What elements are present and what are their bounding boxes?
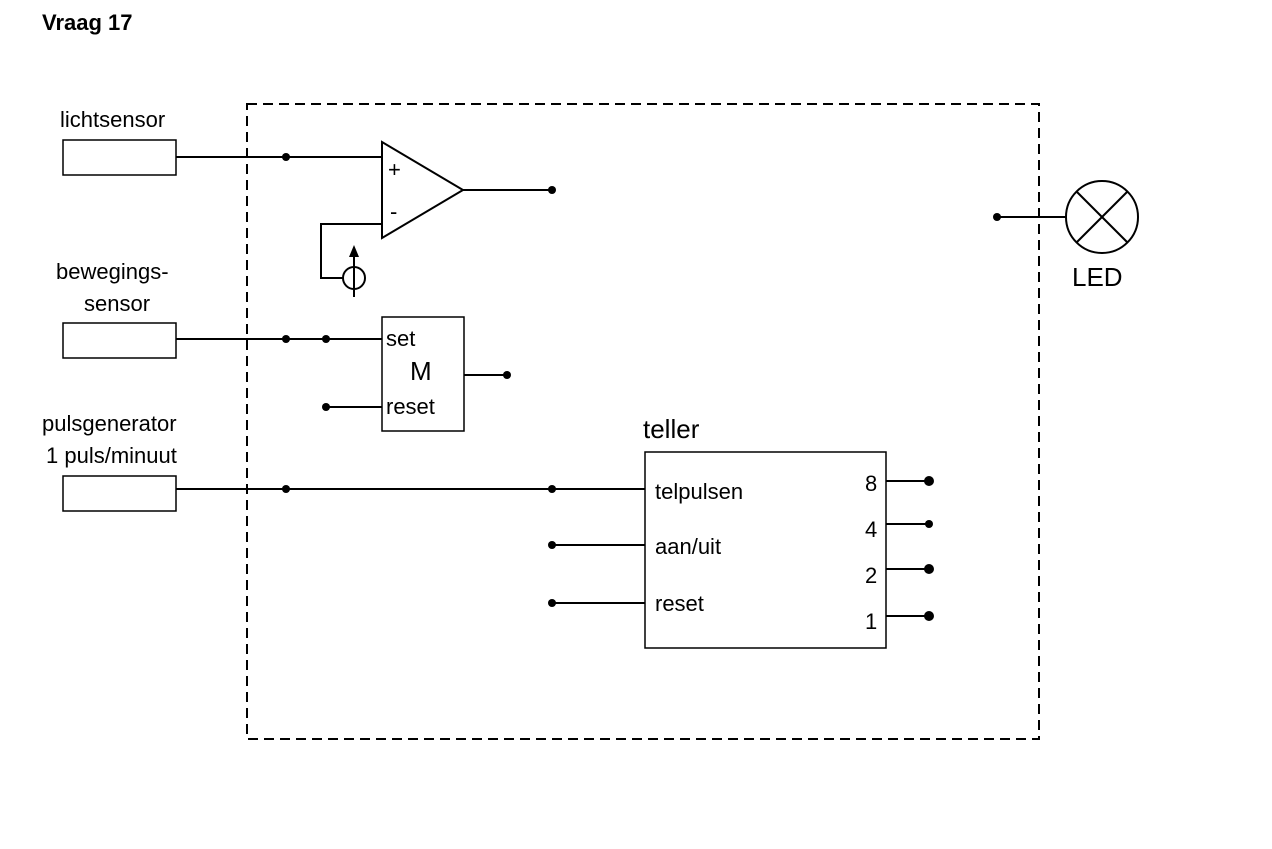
light-sensor-input-dot <box>282 153 290 161</box>
motion-sensor-input-dot <box>282 335 290 343</box>
comparator-output-dot <box>548 186 556 194</box>
pulse-generator-label-line2: 1 puls/minuut <box>46 443 177 468</box>
memory-name-label: M <box>410 356 432 386</box>
counter-input-reset: reset <box>655 591 704 616</box>
question-title: Vraag 17 <box>42 10 133 35</box>
counter-output-4-dot <box>925 520 933 528</box>
motion-sensor-label-line2: sensor <box>84 291 150 316</box>
pulse-generator-label-line1: pulsgenerator <box>42 411 177 436</box>
memory-set-dot <box>322 335 330 343</box>
processing-box <box>246 103 1040 740</box>
counter-output-4-label: 4 <box>865 517 877 542</box>
memory-set-label: set <box>386 326 415 351</box>
pulse-generator-box <box>62 475 177 512</box>
comparator-plus-label: + <box>388 157 401 182</box>
counter-output-2-label: 2 <box>865 563 877 588</box>
motion-sensor-box <box>62 322 177 359</box>
comparator <box>381 140 465 240</box>
memory-reset-dot <box>322 403 330 411</box>
light-sensor-label: lichtsensor <box>60 107 165 132</box>
comparator-minus-label: - <box>390 199 397 224</box>
led-label: LED <box>1072 262 1123 292</box>
counter-output-2-dot <box>924 564 934 574</box>
memory-output-dot <box>503 371 511 379</box>
reference-wire <box>320 223 382 279</box>
counter-box <box>644 451 887 649</box>
counter-input-telpulsen: telpulsen <box>655 479 743 504</box>
counter-title: teller <box>643 414 700 444</box>
memory-cell <box>381 316 465 432</box>
counter-output-1-label: 1 <box>865 609 877 634</box>
counter-output-8-label: 8 <box>865 471 877 496</box>
counter-input-aan-uit: aan/uit <box>655 534 721 559</box>
pulse-generator-input-dot <box>282 485 290 493</box>
reference-arrow-head-icon <box>349 245 359 257</box>
led-lamp-icon <box>1065 180 1139 254</box>
counter-telpulsen-dot <box>548 485 556 493</box>
counter-aan-uit-dot <box>548 541 556 549</box>
motion-sensor-label-line1: bewegings- <box>56 259 169 284</box>
led-input-dot <box>993 213 1001 221</box>
light-sensor-box <box>62 139 177 176</box>
memory-reset-label: reset <box>386 394 435 419</box>
counter-output-1-dot <box>924 611 934 621</box>
counter-output-8-dot <box>924 476 934 486</box>
counter-reset-dot <box>548 599 556 607</box>
